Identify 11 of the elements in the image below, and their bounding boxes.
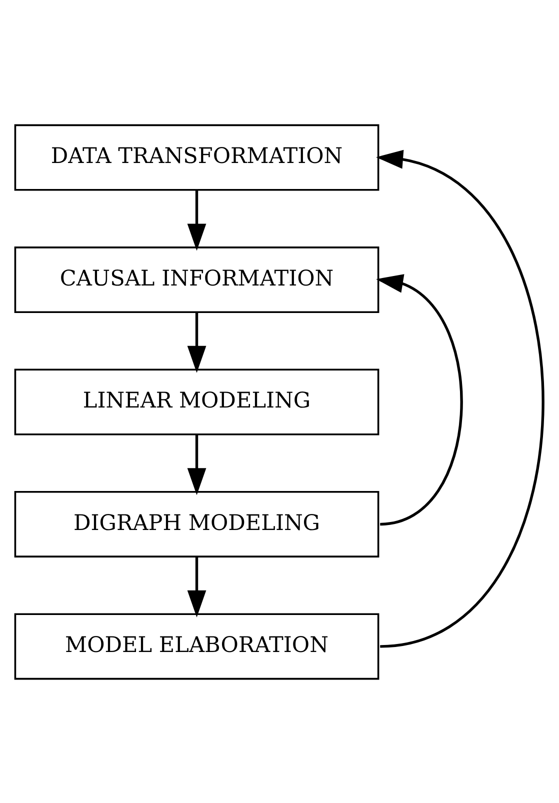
arrow: [187, 434, 206, 495]
arrow: [187, 556, 206, 617]
arrow: [187, 190, 206, 250]
node-box: CAUSAL INFORMATION: [14, 246, 380, 313]
arrow: [187, 312, 206, 372]
arrow: [376, 274, 463, 526]
node-box: DATA TRANSFORMATION: [14, 124, 380, 190]
node-box: DIGRAPH MODELING: [14, 490, 380, 557]
arrow: [376, 149, 544, 648]
node-box: LINEAR MODELING: [14, 368, 380, 435]
node-box: MODEL ELABORATION: [14, 612, 380, 680]
